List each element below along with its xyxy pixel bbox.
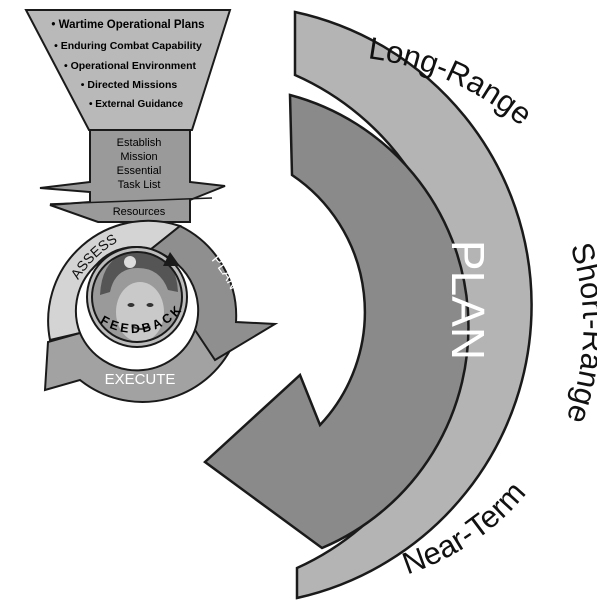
big-plan-label: PLAN [442,240,494,360]
metl-line-1: Establish [117,137,162,149]
stem-divider [49,197,213,205]
funnel-input-3: • Operational Environment [64,60,197,72]
feedback-arrowhead [163,252,180,266]
execute-label: EXECUTE [105,371,176,388]
funnel-input-5: • External Guidance [89,99,184,110]
funnel-input-1: • Wartime Operational Plans [51,19,204,31]
execute-segment [43,328,237,403]
resources-label: Resources [113,206,166,218]
metl-line-2: Mission [120,151,157,163]
funnel-input-2: • Enduring Combat Capability [54,40,202,52]
short-range-label: Short-Range [560,239,597,429]
metl-line-3: Essential [117,165,162,177]
soldier-portrait [86,246,188,348]
plan-big-arrow [203,93,470,550]
metl-line-4: Task List [118,179,161,191]
funnel-input-4: • Directed Missions [81,79,178,91]
guidance-funnel [24,9,232,131]
feedback-arrow [91,246,171,271]
